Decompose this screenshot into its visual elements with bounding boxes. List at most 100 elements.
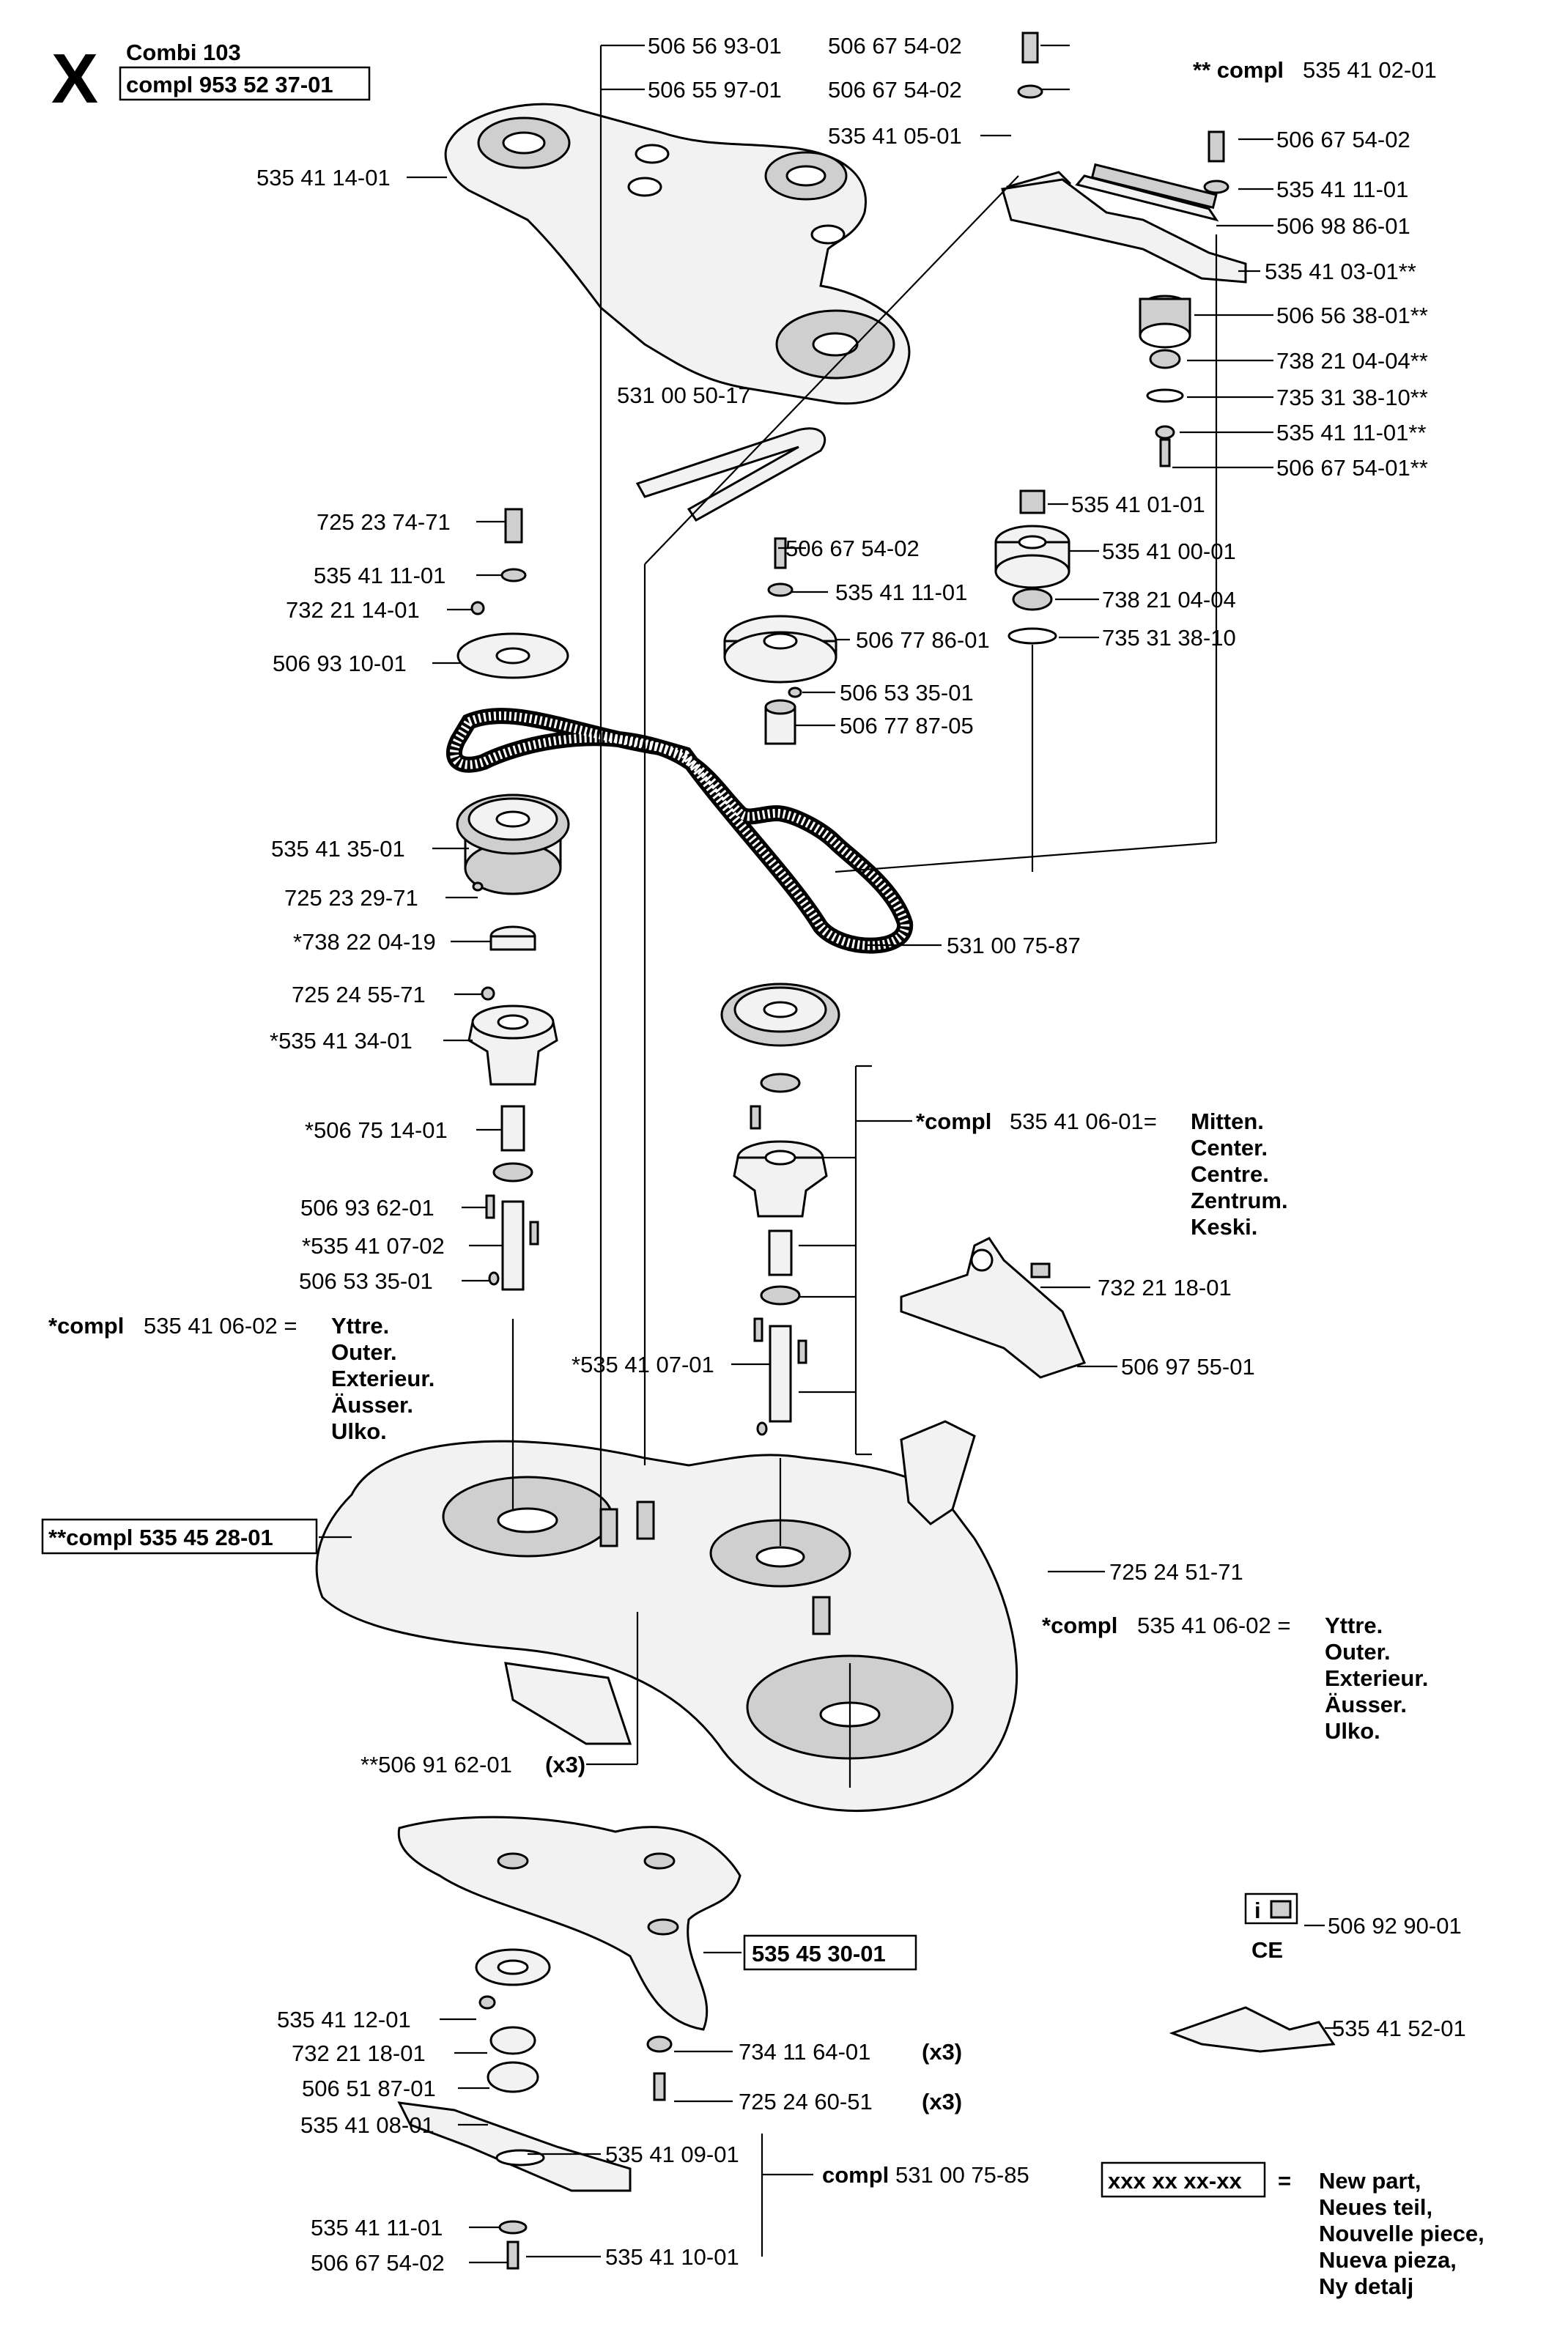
part-label: 725 24 55-71 [292,982,426,1007]
part-label: 531 00 75-87 [947,933,1081,958]
idler-stack [994,489,1070,645]
left-spindle-stack [456,508,569,1291]
part-label: **506 91 62-01 [360,1752,512,1777]
part-label: 725 24 51-71 [1109,1559,1243,1585]
qty-label: (x3) [922,2089,962,2114]
part-label: 535 41 52-01 [1332,2016,1466,2041]
callout-name: Mitten. [1191,1109,1264,1134]
part-label: *535 41 07-02 [302,1233,445,1259]
part-label: 535 41 10-01 [605,2244,739,2270]
callout-name: Äusser. [331,1392,413,1418]
part-label: 506 51 87-01 [302,2076,436,2101]
part-label: *506 75 14-01 [305,1117,448,1143]
part-label: 535 41 11-01 [1276,177,1408,202]
callout-name: Ulko. [1325,1718,1380,1744]
callout-name: Zentrum. [1191,1188,1288,1213]
callout-outer-right: *compl 535 41 06-02 = Yttre. Outer. Exte… [1042,1613,1428,1744]
part-label: 535 41 05-01 [828,123,962,149]
part-label: *535 41 34-01 [270,1028,413,1054]
part-label: *535 41 07-01 [572,1352,714,1377]
compl-ref-box [119,66,371,101]
callout-name: Ulko. [331,1418,387,1444]
v-belt-small [635,427,826,522]
legend-code: xxx xx xx-xx [1108,2168,1242,2194]
leader-lines [319,44,1341,2264]
drive-belt [446,708,914,954]
part-label: 506 67 54-02 [828,33,962,59]
callout-blade-compl: compl 531 00 75-85 [822,2162,1029,2188]
legend-meaning: Ny detalj [1319,2273,1413,2299]
part-label: 732 21 18-01 [1098,1275,1232,1300]
legend: xxx xx xx-xx = New part, Neues teil, Nou… [1101,2161,1484,2299]
part-label: 506 67 54-02 [311,2250,445,2276]
callout-blade-box: 535 45 30-01 [743,1934,917,1971]
info-manual-icon: i CE [1244,1892,1298,1963]
callout-name: Yttre. [1325,1613,1383,1638]
part-label: 535 41 12-01 [277,2007,411,2032]
top-right-number: 535 41 02-01 [1303,57,1437,83]
callout-name: Centre. [1191,1161,1269,1187]
part-label: 535 41 11-01 [314,563,445,588]
part-label: 535 41 03-01** [1265,259,1416,284]
part-label: 738 21 04-04 [1102,587,1236,613]
part-label: 535 41 11-01** [1276,420,1427,445]
compl-ref: compl 953 52 37-01 [126,72,333,97]
blade-box-number: 535 45 30-01 [752,1941,886,1966]
part-label: 506 53 35-01 [840,680,974,706]
part-label: 506 77 86-01 [856,627,990,653]
section-letter: X [51,40,98,118]
callout-prefix: compl [822,2162,889,2188]
callout-outer-left: *compl 535 41 06-02 = Yttre. Outer. Exte… [48,1313,434,1444]
part-label: 535 41 00-01 [1102,539,1236,564]
part-label: 734 11 64-01 [739,2039,870,2065]
part-label: 506 77 87-05 [840,713,974,739]
part-label: 535 41 11-01 [311,2215,443,2240]
callout-name: Center. [1191,1135,1268,1161]
part-label: 725 24 60-51 [739,2089,873,2114]
callout-name: Exterieur. [1325,1665,1428,1691]
part-label: 506 67 54-02 [785,536,920,561]
legend-meaning: Nueva pieza, [1319,2247,1457,2273]
callout-deck: **compl 535 45 28-01 [41,1518,318,1555]
part-label: 535 41 08-01 [300,2112,434,2138]
callout-center: *compl 535 41 06-01= Mitten. Center. Cen… [916,1109,1288,1240]
part-label: 725 23 74-71 [317,509,451,535]
callout-name: Outer. [1325,1639,1391,1665]
part-label: 506 67 54-01** [1276,455,1428,481]
qty-label: (x3) [545,1752,585,1777]
deflector-bracket [900,1237,1087,1379]
part-label: 506 56 93-01 [648,33,782,59]
part-label: 735 31 38-10 [1102,625,1236,651]
part-label: 535 41 11-01 [835,580,967,605]
deck-compl: **compl 535 45 28-01 [48,1525,273,1550]
blade-assembly [397,1816,742,2270]
callout-name: Äusser. [1325,1692,1407,1717]
part-labels: 506 56 93-01 506 55 97-01 506 67 54-02 5… [256,33,1466,2276]
part-label: 535 41 14-01 [256,165,391,190]
center-pulley [723,537,837,745]
part-label: 732 21 14-01 [286,597,420,623]
part-label: 506 67 54-02 [1276,127,1410,152]
belt-illustration [1169,2006,1336,2053]
callout-prefix: *compl [916,1109,991,1134]
part-label: 531 00 50-17 [617,382,751,408]
callout-name: Exterieur. [331,1366,434,1391]
part-label: 535 41 01-01 [1071,492,1205,517]
part-label: 506 53 35-01 [299,1268,433,1294]
mower-deck [315,1420,1018,1813]
legend-meaning: Neues teil, [1319,2194,1432,2220]
callout-number: 535 41 06-01= [1010,1109,1157,1134]
part-label: 506 92 90-01 [1328,1913,1462,1939]
callout-number: 535 41 06-02 = [144,1313,297,1339]
part-label: 506 97 55-01 [1121,1354,1255,1380]
belt-cover [444,103,911,405]
callout-prefix: *compl [48,1313,124,1339]
part-label: 732 21 18-01 [292,2040,426,2066]
part-label: 738 21 04-04** [1276,348,1428,374]
info-icon-letter: i [1254,1898,1261,1923]
part-label: 535 41 35-01 [271,836,405,862]
center-spindle-stack [733,1073,828,1436]
top-right-note: ** compl [1193,57,1284,83]
callout-prefix: *compl [1042,1613,1117,1638]
